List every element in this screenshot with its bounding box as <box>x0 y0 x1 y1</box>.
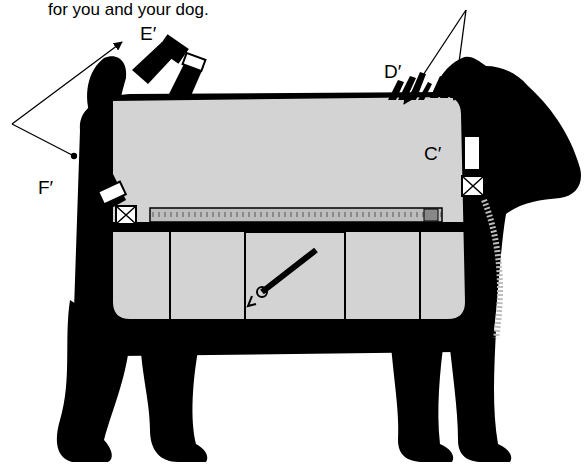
caption-text: for you and your dog. <box>48 1 209 18</box>
part-label: C′ <box>424 144 441 163</box>
dog-silhouette <box>57 56 581 462</box>
leader-arrow <box>12 10 466 159</box>
part-label: D′ <box>384 62 401 81</box>
collar-c <box>462 90 500 338</box>
part-label: E′ <box>140 24 156 43</box>
buckle-e <box>132 34 205 98</box>
dog-coat <box>112 96 466 320</box>
part-label: F′ <box>38 178 53 197</box>
buckle-f <box>82 152 136 224</box>
